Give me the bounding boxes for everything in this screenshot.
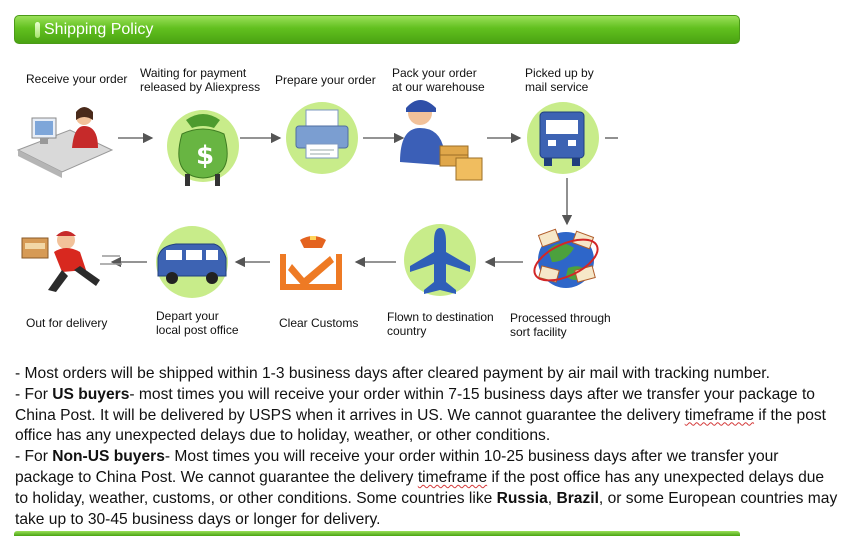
printer-icon: [286, 102, 358, 174]
note-general: - Most orders will be shipped within 1-3…: [15, 365, 770, 382]
step-label-receive: Receive your order: [26, 72, 128, 86]
footer-divider: [14, 531, 740, 536]
header-pill-icon: [35, 22, 40, 38]
airplane-icon: [404, 224, 476, 296]
us-buyers-label: US buyers: [52, 385, 130, 403]
country-russia: Russia: [496, 489, 548, 507]
courier-icon: [21, 231, 122, 292]
shipping-notes: - Most orders will be shipped within 1-3…: [15, 364, 841, 530]
step-label-customs: Clear Customs: [279, 316, 359, 330]
country-brazil: Brazil: [556, 489, 599, 507]
computer-person-icon: [16, 107, 114, 178]
nonus-buyers-label: Non-US buyers: [52, 448, 165, 466]
globe-mail-icon: [533, 228, 599, 288]
van-icon: [156, 226, 228, 298]
customs-icon: [280, 236, 342, 290]
packer-icon: [400, 100, 483, 181]
note-nonus-buyers: - For Non-US buyers- Most times you will…: [15, 448, 838, 528]
truck-icon: [527, 102, 599, 174]
step-label-delivery: Out for delivery: [26, 316, 108, 330]
step-label-prepare: Prepare your order: [275, 73, 376, 87]
money-bag-icon: $: [167, 110, 239, 186]
section-title: Shipping Policy: [44, 21, 154, 38]
svg-text:$: $: [196, 141, 214, 171]
note-us-buyers: - For US buyers- most times you will rec…: [15, 385, 826, 445]
flow-diagram: $: [16, 100, 618, 298]
section-header: Shipping Policy: [14, 15, 740, 44]
